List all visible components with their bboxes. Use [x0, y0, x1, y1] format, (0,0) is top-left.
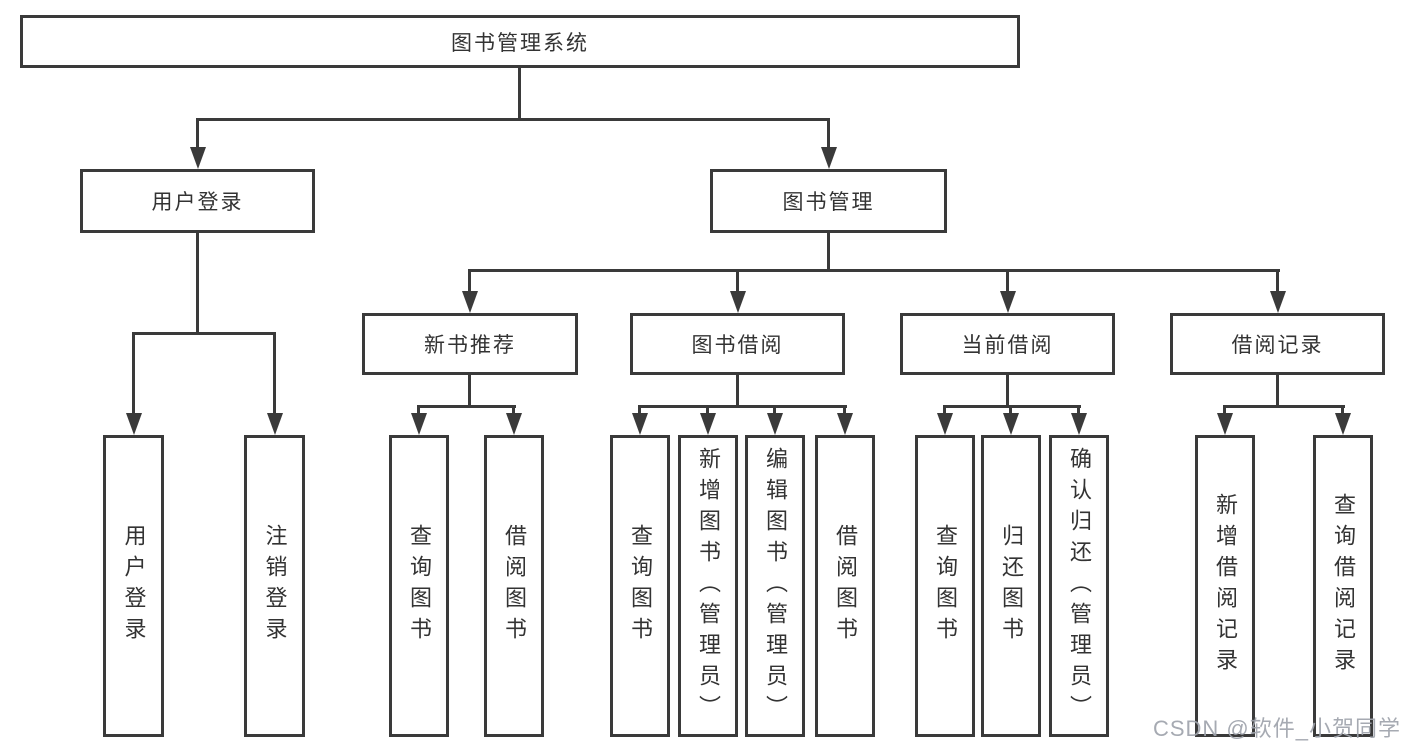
- connector-line: [638, 405, 847, 408]
- connector-line: [1276, 375, 1279, 407]
- arrowhead-icon: [1335, 413, 1351, 435]
- leaf-current-confirm-return-admin: 确认归还（管理员）: [1049, 435, 1109, 737]
- leaf-recommend-query-book: 查询图书: [389, 435, 449, 737]
- connector-line: [468, 269, 471, 293]
- node-book-management: 图书管理: [710, 169, 947, 233]
- connector-line: [943, 405, 1081, 408]
- leaf-current-query-book: 查询图书: [915, 435, 975, 737]
- connector-line: [1009, 405, 1012, 415]
- connector-line: [827, 118, 830, 149]
- connector-line: [196, 233, 199, 335]
- connector-line: [196, 118, 199, 149]
- node-current-borrow: 当前借阅: [900, 313, 1115, 375]
- connector-line: [943, 405, 946, 415]
- arrowhead-icon: [1071, 413, 1087, 435]
- connector-line: [1006, 375, 1009, 407]
- node-user-login: 用户登录: [80, 169, 315, 233]
- leaf-record-query: 查询借阅记录: [1313, 435, 1373, 737]
- node-new-book-recommend: 新书推荐: [362, 313, 578, 375]
- connector-line: [638, 405, 641, 415]
- connector-line: [843, 405, 846, 415]
- arrowhead-icon: [190, 147, 206, 169]
- arrowhead-icon: [730, 291, 746, 313]
- arrowhead-icon: [1270, 291, 1286, 313]
- connector-line: [468, 375, 471, 407]
- connector-line: [417, 405, 516, 408]
- arrowhead-icon: [462, 291, 478, 313]
- connector-line: [132, 332, 135, 413]
- arrowhead-icon: [837, 413, 853, 435]
- node-root-library-system: 图书管理系统: [20, 15, 1020, 68]
- arrowhead-icon: [506, 413, 522, 435]
- arrowhead-icon: [1217, 413, 1233, 435]
- leaf-record-add: 新增借阅记录: [1195, 435, 1255, 737]
- arrowhead-icon: [1000, 291, 1016, 313]
- connector-line: [1341, 405, 1344, 415]
- leaf-borrow-edit-book-admin: 编辑图书（管理员）: [745, 435, 805, 737]
- connector-line: [1276, 269, 1279, 293]
- connector-line: [518, 68, 521, 120]
- arrowhead-icon: [700, 413, 716, 435]
- connector-line: [1006, 269, 1009, 293]
- connector-line: [1223, 405, 1226, 415]
- connector-line: [706, 405, 709, 415]
- connector-line: [417, 405, 420, 415]
- csdn-watermark: CSDN @软件_小贺同学: [1152, 716, 1401, 741]
- connector-line: [736, 375, 739, 407]
- leaf-current-return-book: 归还图书: [981, 435, 1041, 737]
- arrowhead-icon: [267, 413, 283, 435]
- connector-line: [132, 332, 276, 335]
- leaf-borrow-borrow-book: 借阅图书: [815, 435, 875, 737]
- arrowhead-icon: [767, 413, 783, 435]
- connector-line: [196, 118, 830, 121]
- arrowhead-icon: [126, 413, 142, 435]
- leaf-logout: 注销登录: [244, 435, 305, 737]
- node-borrow-records: 借阅记录: [1170, 313, 1385, 375]
- connector-line: [827, 233, 830, 272]
- connector-line: [736, 269, 739, 293]
- connector-line: [1223, 405, 1345, 408]
- connector-line: [773, 405, 776, 415]
- connector-line: [1077, 405, 1080, 415]
- leaf-recommend-borrow-book: 借阅图书: [484, 435, 544, 737]
- node-book-borrow: 图书借阅: [630, 313, 845, 375]
- arrowhead-icon: [632, 413, 648, 435]
- arrowhead-icon: [411, 413, 427, 435]
- connector-line: [468, 269, 1280, 272]
- arrowhead-icon: [821, 147, 837, 169]
- arrowhead-icon: [937, 413, 953, 435]
- connector-line: [512, 405, 515, 415]
- arrowhead-icon: [1003, 413, 1019, 435]
- leaf-borrow-query-book: 查询图书: [610, 435, 670, 737]
- leaf-borrow-add-book-admin: 新增图书（管理员）: [678, 435, 738, 737]
- connector-line: [273, 332, 276, 413]
- leaf-user-login: 用户登录: [103, 435, 164, 737]
